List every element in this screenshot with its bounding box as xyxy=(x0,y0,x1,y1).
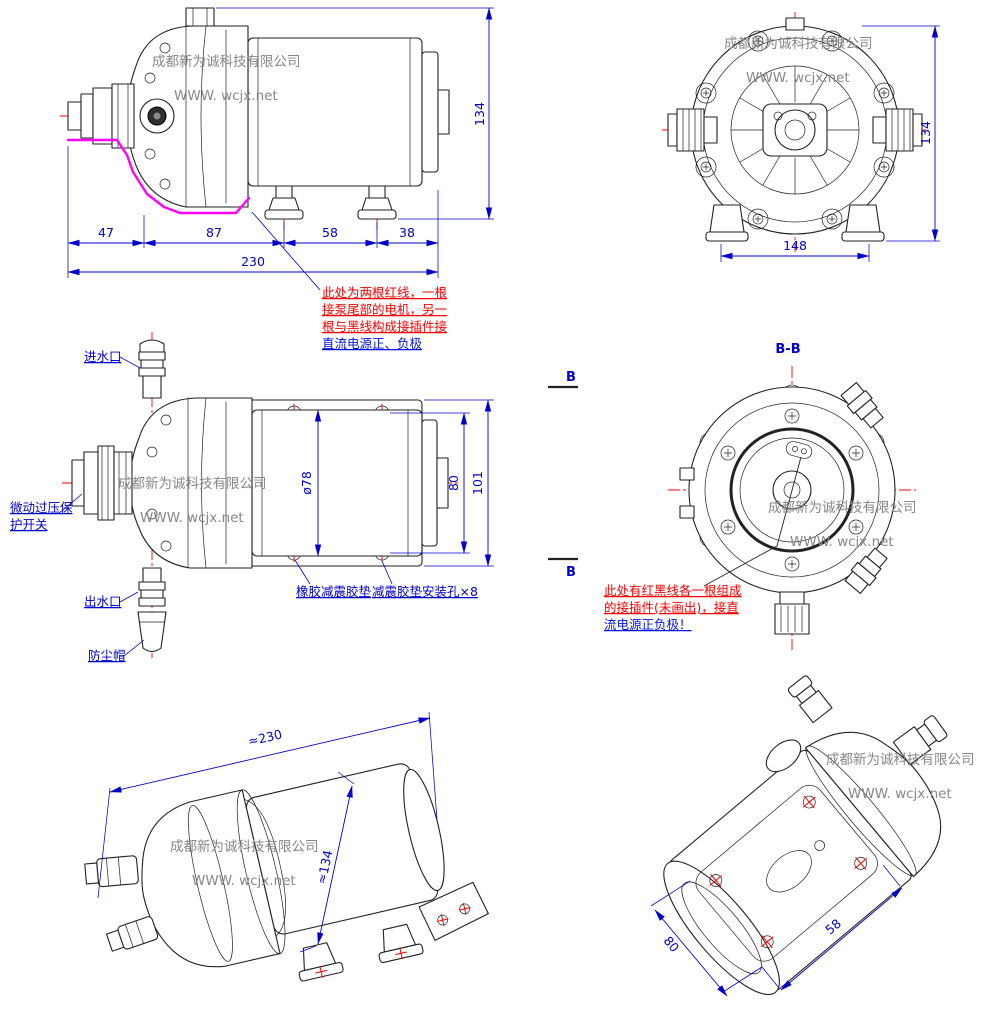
label-outlet: 出水口 xyxy=(84,594,122,609)
outlet-port-top xyxy=(138,567,166,607)
section-view: B-B xyxy=(668,342,916,650)
note-connector: 此处有红黑线各一根组成 的接插件(未画出)，接直 流电源正负极！ xyxy=(604,583,742,632)
dim-134: 134 xyxy=(472,102,487,126)
watermark: 成都新为诚科技有限公司 WWW. wcjx.net xyxy=(152,54,301,104)
connector-leader-line xyxy=(703,456,802,587)
motor-body-top xyxy=(251,409,449,557)
left-port xyxy=(667,108,718,152)
pump-head xyxy=(126,7,249,208)
watermark: 成都新为诚科技有限公司 WWW. wcjx.net xyxy=(768,500,917,550)
mounting-foot xyxy=(357,185,397,220)
side-tab xyxy=(679,505,695,519)
watermark-site: WWW. wcjx.net xyxy=(746,70,850,86)
label-switch-line2: 护开关 xyxy=(10,517,48,532)
section-markers: B B xyxy=(548,370,578,580)
switch-dome xyxy=(765,739,802,773)
hole-center-marks xyxy=(315,902,471,978)
note-line: 此处有红黑线各一根组成 xyxy=(604,583,742,598)
leader-line xyxy=(251,211,321,291)
head-bolts xyxy=(695,30,895,230)
note-line: 直流电源正、负极 xyxy=(322,336,423,351)
section-title: B-B xyxy=(775,342,800,357)
dim-58: 58 xyxy=(322,225,338,240)
dim-134-front: 134 xyxy=(918,121,933,145)
label-pad-holes: 减震胶垫安装孔×8 xyxy=(372,584,478,599)
dim-80: 80 xyxy=(446,475,461,491)
right-port xyxy=(872,108,923,152)
pump-head-front xyxy=(690,17,900,235)
back-bolts xyxy=(720,408,864,572)
watermark-company: 成都新为诚科技有限公司 xyxy=(826,752,975,768)
watermark-site: WWW. wcjx.net xyxy=(790,534,894,550)
inlet-port-top xyxy=(138,339,166,399)
top-view-labels: 进水口 微动过压保 护开关 出水口 防尘帽 橡胶减震胶垫 减震胶垫安装孔×8 xyxy=(10,349,478,663)
iso-port-lower xyxy=(105,916,159,952)
watermark-site: WWW. wcjx.net xyxy=(192,873,296,889)
side-view-dimensions: 47 87 58 38 230 134 xyxy=(67,7,494,278)
note-line: 流电源正负极！ xyxy=(604,617,692,632)
watermark: 成都新为诚科技有限公司 WWW. wcjx.net xyxy=(118,476,267,526)
dim-101: 101 xyxy=(470,471,485,495)
diaphragm-spokes xyxy=(730,65,860,195)
pump-head-iso xyxy=(804,731,942,878)
iso-port-up xyxy=(787,675,833,724)
watermark: 成都新为诚科技有限公司 WWW. wcjx.net xyxy=(826,752,975,802)
mounting-foot xyxy=(705,204,749,242)
dim-80-iso: 80 xyxy=(661,933,683,955)
dim-38: 38 xyxy=(399,225,415,240)
power-connector-pins xyxy=(785,441,813,459)
note-line: 接泵尾部的电机，另一 xyxy=(322,302,447,317)
watermark-site: WWW. wcjx.net xyxy=(848,786,952,802)
note-line: 此处为两根红线，一根 xyxy=(322,285,448,300)
bottom-threaded-port xyxy=(774,591,810,635)
section-marker-top: B xyxy=(566,370,576,385)
watermark-company: 成都新为诚科技有限公司 xyxy=(170,839,319,855)
iso-feet xyxy=(298,923,424,982)
watermark-company: 成都新为诚科技有限公司 xyxy=(768,500,917,516)
label-inlet: 进水口 xyxy=(84,349,122,364)
watermark: 成都新为诚科技有限公司 WWW. wcjx.net xyxy=(170,839,319,889)
mounting-foot xyxy=(841,204,885,242)
section-marker-bottom: B xyxy=(566,565,576,580)
dim-230: 230 xyxy=(241,254,265,269)
top-view-dimensions: ø78 80 101 xyxy=(299,399,494,567)
pressure-switch-fitting xyxy=(71,445,133,521)
pump-head-iso xyxy=(141,789,281,968)
dust-cap xyxy=(137,611,167,653)
mounting-foot xyxy=(264,185,304,220)
note-line: 根与黑线构成接插件接 xyxy=(322,319,448,334)
barb-fitting-bottom xyxy=(844,547,888,594)
side-tab xyxy=(679,467,695,481)
barb-fitting-top xyxy=(840,382,884,429)
watermark-site: WWW. wcjx.net xyxy=(140,510,244,526)
label-switch-line1: 微动过压保 xyxy=(10,500,73,515)
dim-47: 47 xyxy=(98,225,114,240)
dim-approx-230: ≈230 xyxy=(247,726,284,748)
iso-port-upper xyxy=(84,855,139,888)
iso-port-right xyxy=(892,715,948,766)
note-red-wires: 此处为两根红线，一根 接泵尾部的电机，另一 根与黑线构成接插件接 直流电源正、负… xyxy=(251,211,448,351)
watermark-site: WWW. wcjx.net xyxy=(174,88,278,104)
side-view xyxy=(60,7,450,234)
dim-87: 87 xyxy=(206,225,222,240)
hole-center-marks xyxy=(709,795,868,949)
dim-78: ø78 xyxy=(299,471,314,495)
front-view xyxy=(662,12,928,252)
watermark-company: 成都新为诚科技有限公司 xyxy=(724,36,873,52)
dim-148: 148 xyxy=(783,238,807,253)
watermark: 成都新为诚科技有限公司 WWW. wcjx.net xyxy=(724,36,873,86)
pump-head-top xyxy=(129,397,253,569)
label-rubber-pad: 橡胶减震胶垫 xyxy=(296,584,372,599)
note-line: 的接插件(未画出)，接直 xyxy=(604,600,739,615)
front-view-dimensions: 148 134 xyxy=(720,25,940,262)
label-dust-cap: 防尘帽 xyxy=(88,648,126,663)
red-wire-highlight xyxy=(66,138,251,215)
watermark-company: 成都新为诚科技有限公司 xyxy=(118,476,267,492)
inlet-fitting xyxy=(67,83,135,149)
watermark-company: 成都新为诚科技有限公司 xyxy=(152,54,301,70)
dim-approx-134: ≈134 xyxy=(314,849,336,886)
top-view xyxy=(62,332,460,658)
